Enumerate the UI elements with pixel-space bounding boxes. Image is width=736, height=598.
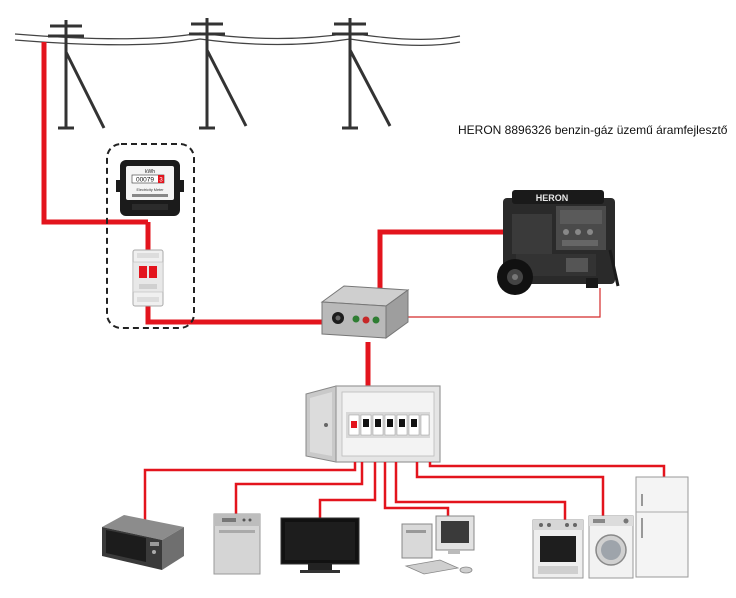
circuit-breaker-icon	[132, 249, 164, 307]
refrigerator-icon	[635, 476, 689, 578]
meter-reading-last-digit: 3	[159, 178, 163, 184]
computer-icon	[401, 515, 475, 575]
power-pole-icon	[189, 18, 248, 130]
generator-brand-label: HERON	[536, 193, 569, 203]
generator-icon: HERON	[497, 190, 620, 295]
generator-return-wire	[405, 288, 601, 318]
power-pole-icon	[48, 20, 106, 130]
meter-name-label: Electricity Meter	[136, 188, 164, 192]
meter-unit-label: kWh	[145, 169, 155, 175]
distribution-board-icon	[305, 385, 441, 463]
overhead-power-line	[14, 32, 461, 46]
transfer-switch-box-icon	[320, 285, 410, 339]
washing-machine-icon	[588, 515, 634, 579]
branch-circuits	[143, 462, 666, 530]
power-pole-icon	[332, 18, 392, 130]
tv-icon	[280, 517, 360, 573]
microwave-icon	[102, 515, 184, 570]
generator-caption: HERON 8896326 benzin-gáz üzemű áramfejle…	[458, 123, 728, 137]
dishwasher-icon	[213, 513, 261, 575]
oven-icon	[532, 519, 584, 579]
meter-reading: 00079	[136, 177, 154, 184]
electricity-meter-icon: kWh 00079 3 Electricity Meter	[116, 160, 184, 216]
